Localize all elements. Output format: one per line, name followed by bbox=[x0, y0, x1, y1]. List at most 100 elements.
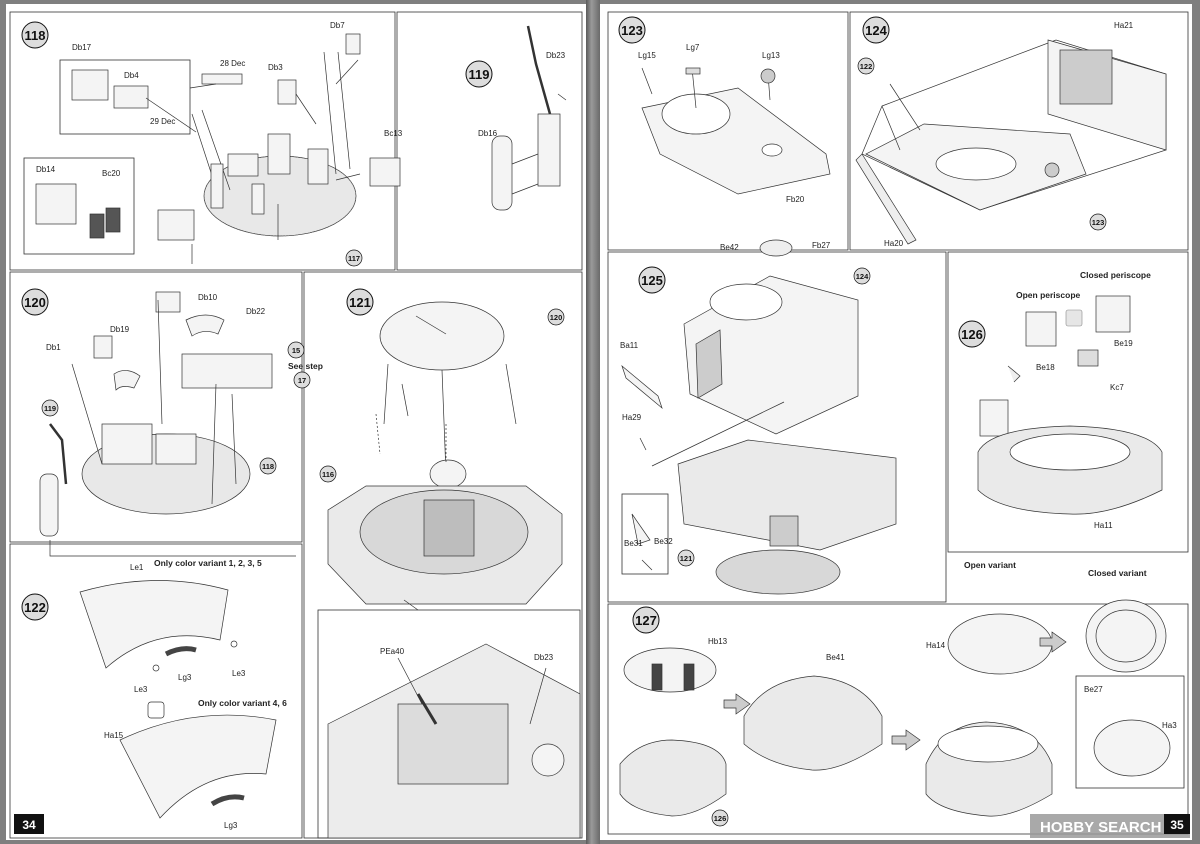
svg-text:Db22: Db22 bbox=[246, 307, 266, 316]
svg-text:Be31: Be31 bbox=[624, 539, 643, 548]
svg-text:Kc7: Kc7 bbox=[1110, 383, 1124, 392]
svg-text:Closed periscope: Closed periscope bbox=[1080, 270, 1151, 280]
svg-text:Be19: Be19 bbox=[1114, 339, 1133, 348]
svg-text:29 Dec: 29 Dec bbox=[150, 117, 175, 126]
svg-text:127: 127 bbox=[635, 613, 657, 628]
svg-text:Closed variant: Closed variant bbox=[1088, 568, 1147, 578]
step-121-detail-illustration bbox=[327, 599, 581, 839]
svg-text:Db3: Db3 bbox=[268, 63, 283, 72]
svg-text:Db19: Db19 bbox=[110, 325, 130, 334]
svg-text:Open variant: Open variant bbox=[964, 560, 1016, 570]
svg-text:Open periscope: Open periscope bbox=[1016, 290, 1081, 300]
step-127-badge: 127 bbox=[632, 606, 660, 634]
svg-text:122: 122 bbox=[24, 600, 46, 615]
svg-text:17: 17 bbox=[298, 376, 306, 385]
step-118-badge: 118 bbox=[21, 21, 49, 49]
svg-text:Db17: Db17 bbox=[72, 43, 92, 52]
step-124-frame bbox=[849, 11, 1189, 251]
step-126-labels: Open periscope Closed periscope Be19 Be1… bbox=[1016, 270, 1151, 530]
left-page: 118 119 120 121 122 Db17 Db4 Db7 Db3 Bc1… bbox=[6, 4, 586, 840]
svg-text:Db1: Db1 bbox=[46, 343, 61, 352]
svg-text:Be41: Be41 bbox=[826, 653, 845, 662]
svg-text:Fb20: Fb20 bbox=[786, 195, 805, 204]
step-123-badge: 123 bbox=[618, 16, 646, 44]
step-122-badge: 122 bbox=[21, 593, 49, 621]
hobby-search-watermark: HOBBY SEARCH bbox=[1030, 814, 1190, 838]
svg-text:Le3: Le3 bbox=[232, 669, 246, 678]
svg-text:Ha3: Ha3 bbox=[1162, 721, 1177, 730]
step-120-frame bbox=[9, 271, 303, 543]
svg-text:123: 123 bbox=[1092, 218, 1105, 227]
step-123-frame bbox=[607, 11, 849, 251]
svg-text:Lg3: Lg3 bbox=[178, 673, 192, 682]
svg-text:Bc13: Bc13 bbox=[384, 129, 403, 138]
step-124-labels: Ha21 Ha20 122 123 bbox=[857, 21, 1134, 248]
svg-text:PEa40: PEa40 bbox=[380, 647, 405, 656]
step-126-frame bbox=[947, 251, 1189, 553]
svg-text:Db16: Db16 bbox=[478, 129, 498, 138]
svg-text:35: 35 bbox=[1170, 818, 1184, 832]
step-124-badge: 124 bbox=[862, 16, 890, 44]
svg-text:124: 124 bbox=[865, 23, 887, 38]
svg-text:120: 120 bbox=[550, 313, 563, 322]
step-119-frame bbox=[396, 11, 583, 271]
svg-text:Ha20: Ha20 bbox=[884, 239, 904, 248]
svg-text:Ha11: Ha11 bbox=[1094, 521, 1113, 530]
swap-icon bbox=[1065, 309, 1083, 327]
svg-text:122: 122 bbox=[860, 62, 873, 71]
step-118-inset bbox=[59, 59, 191, 135]
step-118-inset-2 bbox=[23, 157, 135, 255]
svg-text:Lg3: Lg3 bbox=[224, 821, 238, 830]
step-118-labels: Db17 Db4 Db7 Db3 Bc13 Db14 Bc20 28 Dec 2… bbox=[36, 21, 403, 267]
step-119-illustration bbox=[491, 25, 567, 211]
svg-text:28 Dec: 28 Dec bbox=[220, 59, 245, 68]
svg-text:Le3: Le3 bbox=[134, 685, 148, 694]
step-127-frame bbox=[607, 603, 1189, 835]
svg-text:Le1: Le1 bbox=[130, 563, 144, 572]
step-126-badge: 126 bbox=[958, 320, 986, 348]
svg-text:Only color variant 1, 2, 3, 5: Only color variant 1, 2, 3, 5 bbox=[154, 558, 262, 568]
svg-text:Db4: Db4 bbox=[124, 71, 139, 80]
step-119-badge: 119 bbox=[465, 60, 493, 88]
svg-text:121: 121 bbox=[680, 554, 693, 563]
svg-text:Db23: Db23 bbox=[546, 51, 566, 60]
svg-text:118: 118 bbox=[25, 28, 46, 43]
svg-text:Ba11: Ba11 bbox=[620, 341, 639, 350]
svg-text:118: 118 bbox=[262, 462, 274, 471]
right-page-number: 35 bbox=[1164, 814, 1190, 834]
svg-text:126: 126 bbox=[961, 327, 983, 342]
step-122-illustration bbox=[79, 580, 277, 819]
svg-text:121: 121 bbox=[349, 295, 371, 310]
svg-text:Be27: Be27 bbox=[1084, 685, 1103, 694]
svg-text:Fb27: Fb27 bbox=[812, 241, 831, 250]
left-page-number: 34 bbox=[14, 814, 44, 834]
step-120-badge: 120 bbox=[21, 288, 49, 316]
svg-text:116: 116 bbox=[322, 470, 334, 479]
svg-text:120: 120 bbox=[24, 295, 46, 310]
step-122-frame bbox=[9, 543, 303, 839]
step-120-illustration bbox=[39, 291, 296, 557]
svg-text:Lg15: Lg15 bbox=[638, 51, 656, 60]
svg-text:Db23: Db23 bbox=[534, 653, 554, 662]
step-121-labels: 120 116 PEa40 Db23 bbox=[319, 308, 565, 662]
step-118-assembly-illustration bbox=[35, 33, 401, 264]
step-123-illustration bbox=[641, 67, 831, 195]
step-127-illustration bbox=[619, 599, 1171, 817]
step-126-illustration bbox=[977, 295, 1163, 515]
step-120-labels: Db1 Db19 Db10 Db22 119 118 15 See step 1… bbox=[41, 293, 323, 475]
svg-text:125: 125 bbox=[641, 273, 663, 288]
svg-text:126: 126 bbox=[714, 814, 727, 823]
svg-text:119: 119 bbox=[469, 67, 490, 82]
step-125-inset bbox=[621, 493, 669, 575]
step-127-inset bbox=[1075, 675, 1185, 789]
svg-text:123: 123 bbox=[621, 23, 643, 38]
step-125-illustration bbox=[621, 239, 897, 595]
svg-text:34: 34 bbox=[22, 818, 36, 832]
svg-text:124: 124 bbox=[856, 272, 869, 281]
svg-text:Db14: Db14 bbox=[36, 165, 56, 174]
svg-text:Ha29: Ha29 bbox=[622, 413, 642, 422]
svg-text:Be18: Be18 bbox=[1036, 363, 1055, 372]
step-127-labels: Hb13 Be41 Ha14 Be27 Ha3 Open variant Clo… bbox=[708, 560, 1177, 827]
step-125-labels: Be42 Fb27 Ba11 Ha29 Be31 Be32 124 121 bbox=[620, 241, 871, 567]
svg-text:Ha14: Ha14 bbox=[926, 641, 946, 650]
